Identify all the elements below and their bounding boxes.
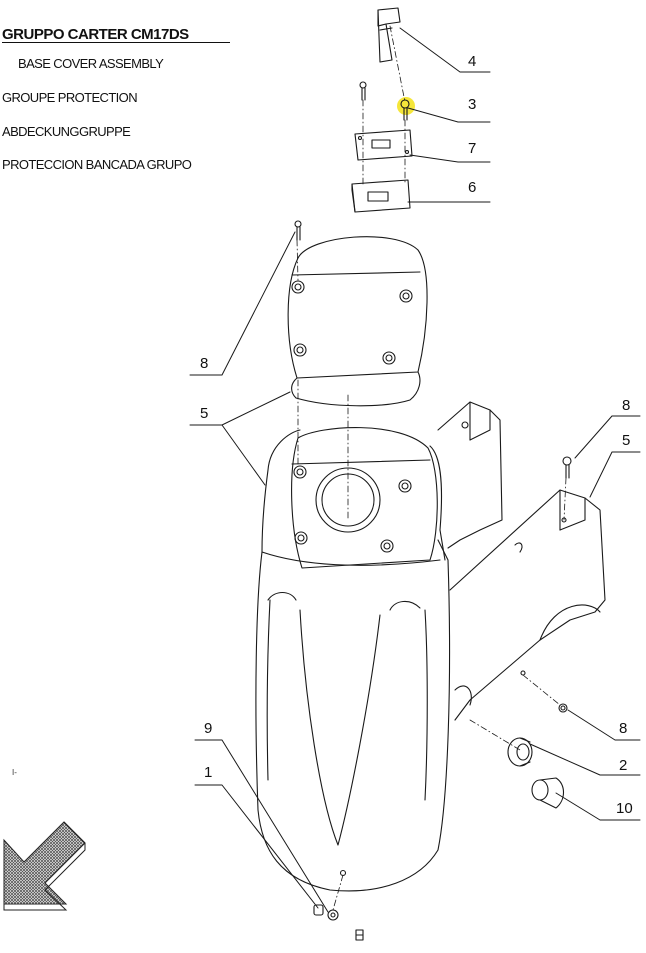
callout-5-right: 5: [622, 432, 630, 449]
part-7-plate: [354, 129, 413, 161]
title-underline: [2, 42, 230, 43]
part-8-screw-top: [294, 220, 302, 241]
callout-8-lower: 8: [619, 720, 627, 737]
direction-arrow-icon: [3, 821, 86, 911]
subtitle-french: GROUPE PROTECTION: [2, 90, 138, 105]
callout-7: 7: [468, 140, 476, 157]
part-9-fastener: [313, 904, 324, 916]
part-5-base-cover: [255, 427, 451, 892]
callout-5-top: 5: [200, 405, 208, 422]
part-4-bracket: [377, 7, 401, 63]
part-1-fastener: [327, 909, 339, 921]
callout-6: 6: [468, 179, 476, 196]
part-5-top-cap: [287, 236, 428, 407]
subtitle-german: ABDECKUNGGRUPPE: [2, 124, 131, 139]
callout-3: 3: [468, 96, 476, 113]
small-marker: I-: [12, 768, 17, 777]
part-3-screw: [400, 99, 410, 121]
part-8-screw-right: [562, 456, 572, 479]
callout-8-top: 8: [200, 355, 208, 372]
axis-lines: [296, 25, 567, 911]
part-10-cap: [531, 777, 565, 809]
subtitle-spanish: PROTECCION BANCADA GRUPO: [2, 157, 192, 172]
part-5-side-cover: [437, 401, 606, 721]
part-8-screw-lower: [558, 703, 568, 713]
part-6-plate: [351, 179, 411, 213]
callout-8-right: 8: [622, 397, 630, 414]
part-2-grommet: [507, 737, 533, 767]
page-title: GRUPPO CARTER CM17DS: [2, 26, 189, 43]
part-small-nut: [355, 929, 364, 941]
leader-lines: [189, 27, 641, 913]
part-screw-small: [359, 81, 367, 101]
callout-labels: 4 3 7 6 8 5 8 5 8 2 10 9 1: [200, 53, 633, 817]
callout-1: 1: [204, 764, 212, 781]
subtitle-english: BASE COVER ASSEMBLY: [18, 56, 164, 71]
callout-9: 9: [204, 720, 212, 737]
callout-4: 4: [468, 53, 476, 70]
callout-2: 2: [619, 757, 627, 774]
callout-10: 10: [616, 800, 633, 817]
